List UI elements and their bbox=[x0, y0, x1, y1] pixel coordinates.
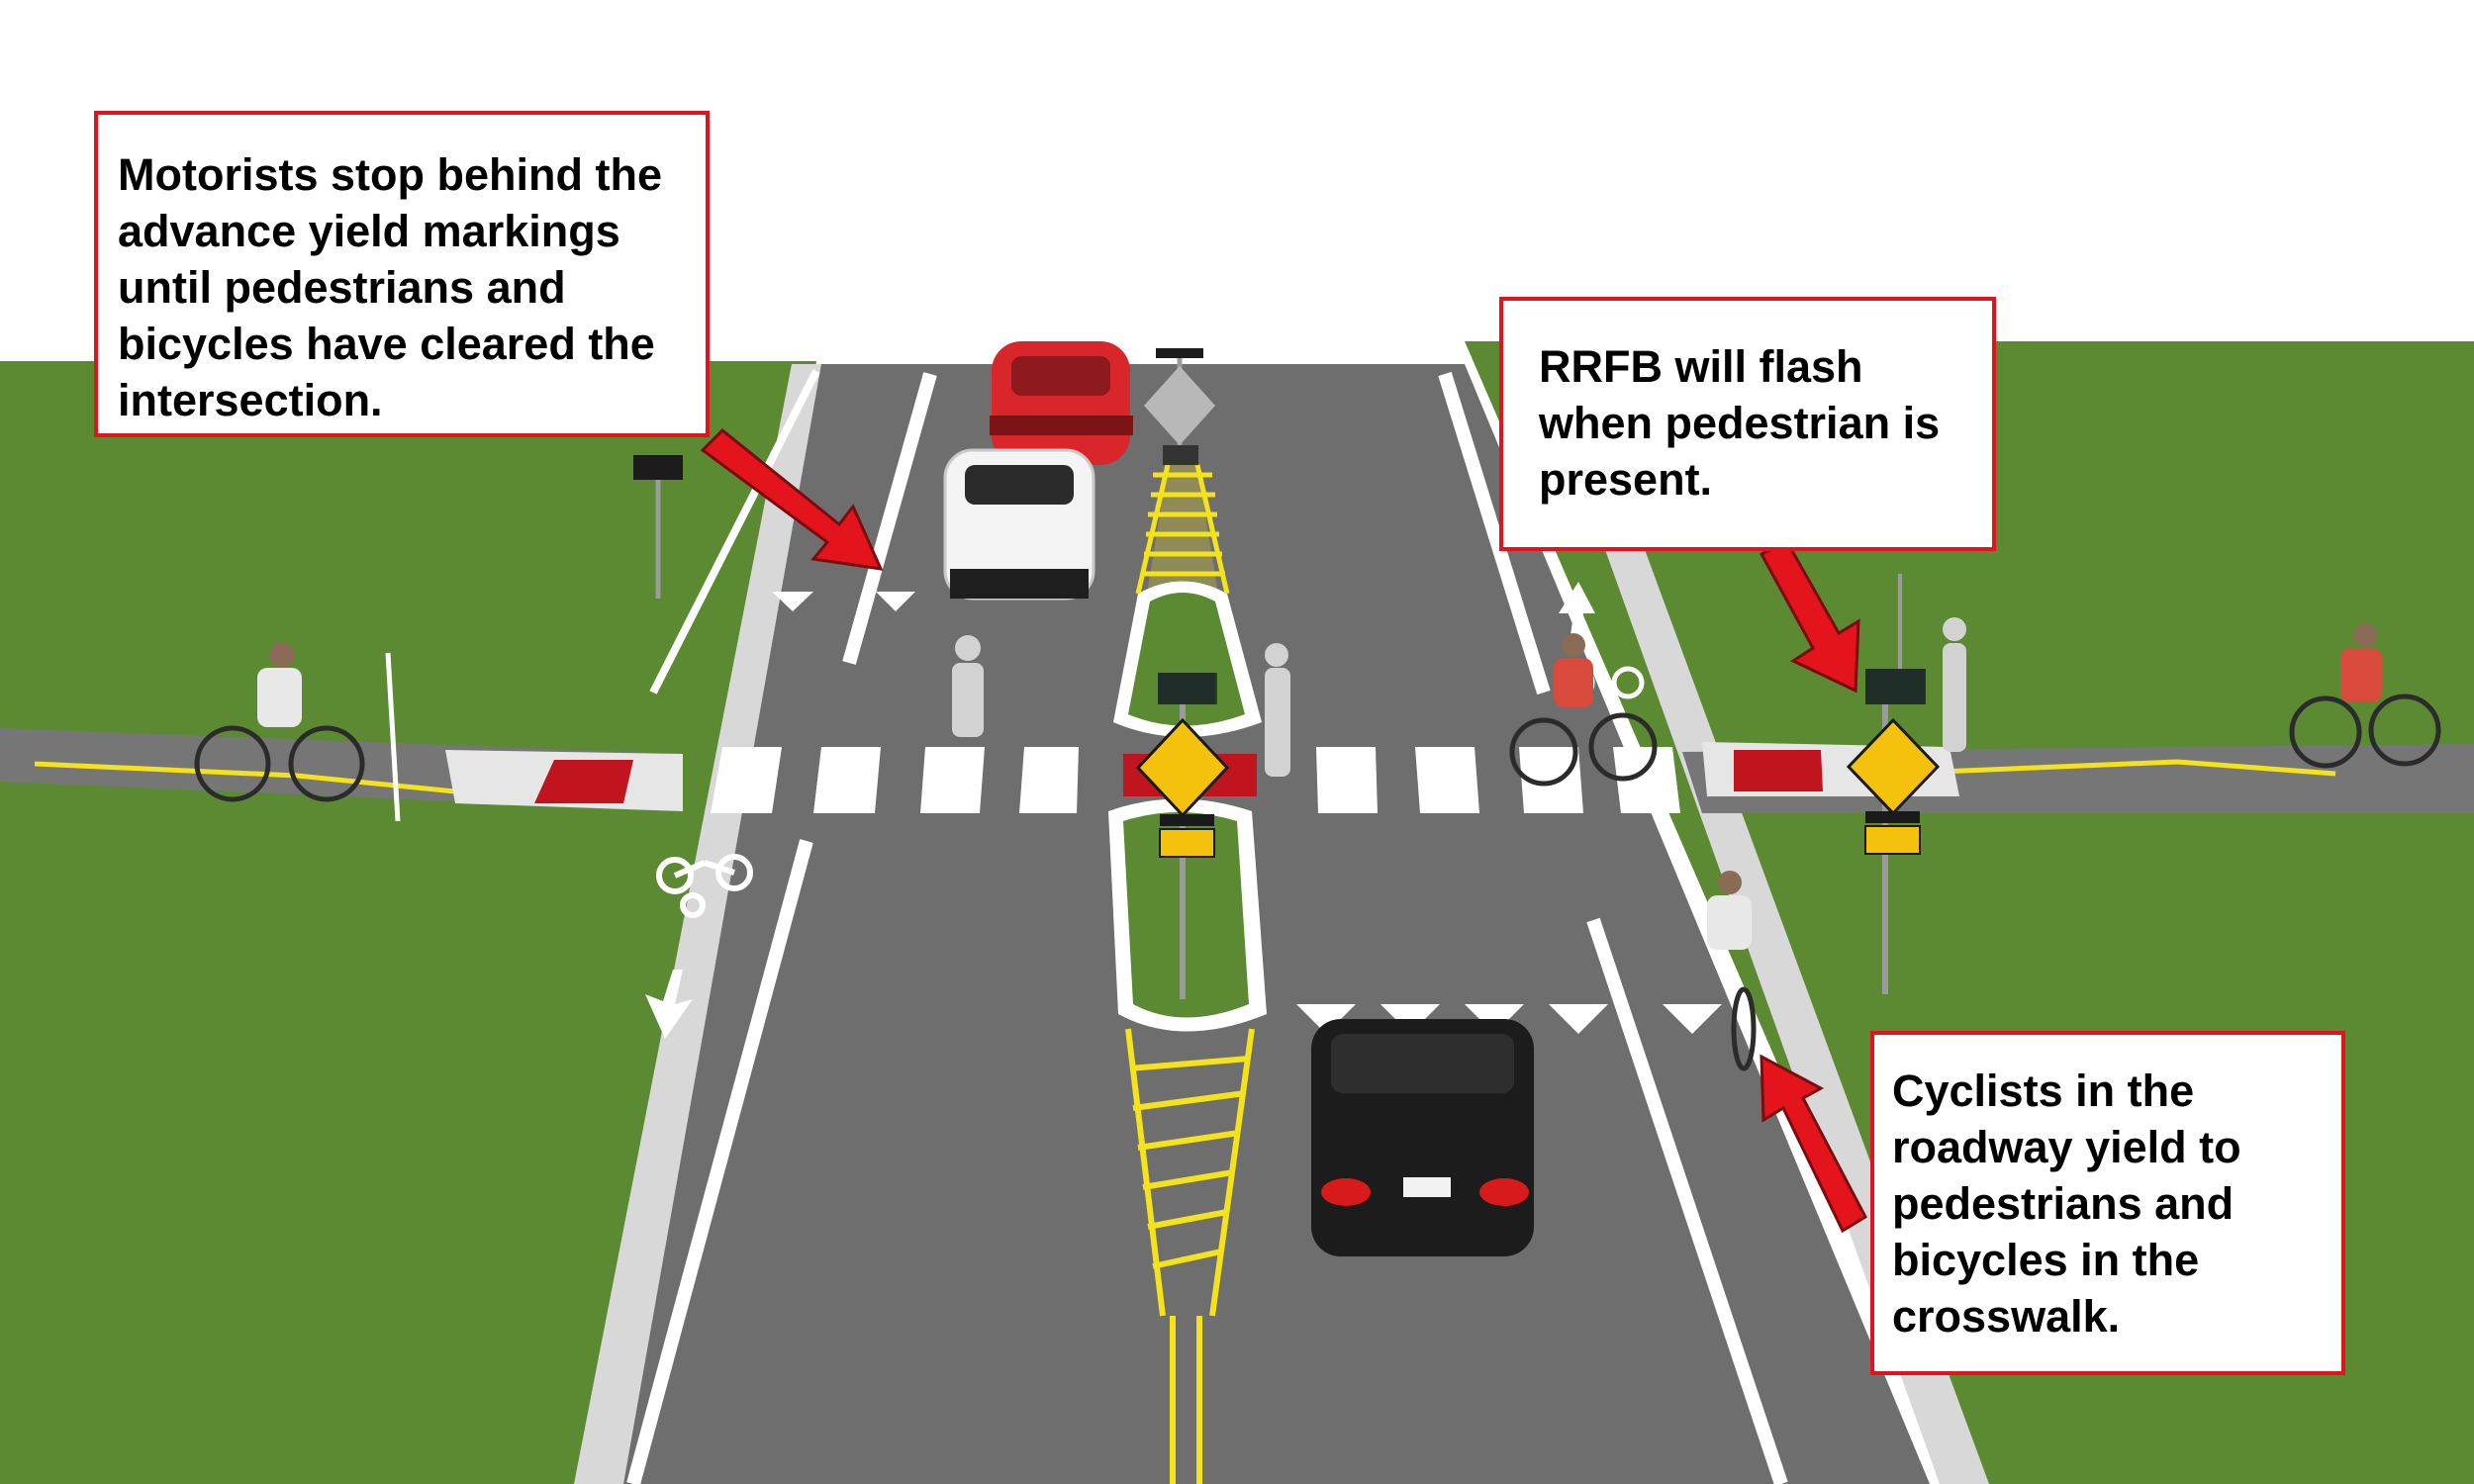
cyclist-right bbox=[2289, 623, 2441, 769]
red-car bbox=[990, 341, 1133, 465]
white-car bbox=[943, 448, 1095, 601]
path-centerline-right bbox=[1939, 759, 2336, 777]
rrfb-solar-panel-right bbox=[1865, 669, 1925, 704]
lane-lines bbox=[626, 369, 1788, 1484]
cyclist-left bbox=[194, 642, 365, 802]
lane-direction-arrow bbox=[645, 582, 1595, 1039]
landing-right-red bbox=[1734, 750, 1823, 791]
roadway bbox=[623, 364, 1930, 1484]
callout-motorists: Motorists stop behind the advance yield … bbox=[94, 111, 710, 437]
callout-arrow-cyclists bbox=[1760, 1054, 1867, 1234]
median-south bbox=[1108, 798, 1267, 1484]
cyclist-lane bbox=[1707, 871, 1757, 1071]
grass-left bbox=[0, 361, 816, 1484]
callout-motorists-text: Motorists stop behind the advance yield … bbox=[118, 149, 662, 425]
callout-cyclists: Cyclists in the roadway yield to pedestr… bbox=[1870, 1031, 2345, 1375]
cyclist-crosswalk bbox=[1509, 633, 1658, 787]
callout-rrfb: RRFB will flash when pedestrian is prese… bbox=[1499, 297, 1996, 551]
bike-lane-symbol bbox=[656, 854, 753, 918]
callout-rrfb-text: RRFB will flash when pedestrian is prese… bbox=[1539, 341, 1941, 505]
crosswalk bbox=[711, 747, 1680, 813]
callout-arrow-rrfb bbox=[1759, 540, 1860, 694]
rrfb-solar-panel-median bbox=[1158, 673, 1215, 704]
path-centerline-left bbox=[34, 761, 456, 794]
sidewalk-left bbox=[574, 364, 821, 1484]
pedestrian-silhouette-3 bbox=[1943, 617, 1966, 752]
pedestrian-silhouette-1 bbox=[952, 635, 984, 737]
landing-left-red bbox=[534, 760, 633, 803]
black-car bbox=[1311, 1019, 1534, 1256]
callout-arrow-motorists bbox=[700, 427, 884, 571]
callout-cyclists-text: Cyclists in the roadway yield to pedestr… bbox=[1892, 1066, 2241, 1342]
median-sign-post bbox=[1144, 348, 1215, 465]
pedestrian-silhouette-2 bbox=[1265, 643, 1290, 777]
left-sign-post bbox=[385, 455, 683, 822]
